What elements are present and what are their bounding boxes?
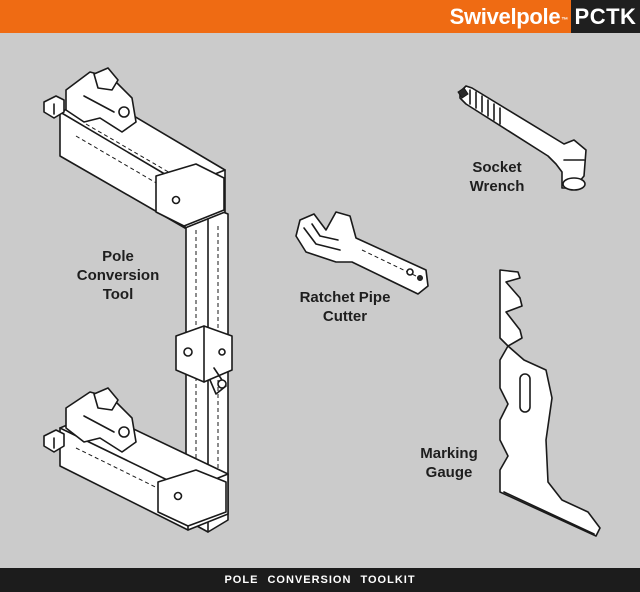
- socket-wrench-icon: [457, 85, 587, 191]
- label-ratchet-pipe-cutter: Ratchet Pipe Cutter: [299, 289, 391, 325]
- brand-logo: Swivelpole™: [449, 3, 569, 31]
- trademark-symbol: ™: [561, 17, 568, 24]
- pole-conversion-tool-icon: [43, 67, 233, 533]
- ratchet-pipe-cutter-icon: [295, 211, 429, 295]
- footer-bar: POLE CONVERSION TOOLKIT: [0, 568, 640, 592]
- product-code-badge: PCTK: [571, 0, 640, 33]
- header-bar: Swivelpole™ PCTK: [0, 0, 640, 33]
- label-marking-gauge: Marking Gauge: [420, 445, 478, 481]
- label-pole-conversion-tool: Pole Conversion Tool: [76, 248, 160, 303]
- label-socket-wrench: Socket Wrench: [469, 159, 525, 195]
- brand-name: Swivelpole: [449, 4, 561, 29]
- footer-title: POLE CONVERSION TOOLKIT: [224, 574, 416, 586]
- marking-gauge-icon: [499, 269, 601, 537]
